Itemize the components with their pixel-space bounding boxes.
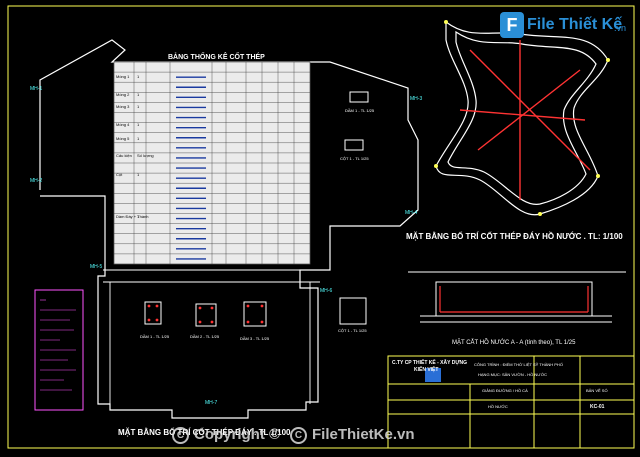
tb-sheet-no: KC-01 bbox=[590, 404, 605, 410]
pond-plan-title: MẶT BẰNG BỐ TRÍ CỐT THÉP ĐÁY HỒ NƯỚC . T… bbox=[406, 232, 623, 241]
section-title: MẶT CẮT HỒ NƯỚC A - A (tính theo), TL 1/… bbox=[452, 340, 576, 346]
axis-label: MH-1 bbox=[30, 86, 43, 92]
detail-label: DẦM 1 - TL 1/25 bbox=[140, 334, 170, 339]
section-rebar bbox=[439, 286, 589, 313]
axis-label: MH-4 bbox=[405, 210, 418, 216]
tb-stage: HỒ NƯỚC bbox=[488, 404, 508, 409]
copyright-icon: C bbox=[290, 426, 307, 444]
table-title: BẢNG THỐNG KÊ CỐT THÉP bbox=[168, 54, 265, 61]
notes-lines bbox=[40, 299, 76, 391]
table-row-qty: 1 bbox=[137, 122, 140, 127]
copyright-watermark: C Copyright © bbox=[172, 426, 280, 444]
table-row-name: Dầm Đáy + Thành bbox=[116, 214, 149, 219]
tb-item: HẠNG MỤC: SÂN VƯỜN - HỒ NƯỚC bbox=[478, 372, 548, 377]
tb-company-sub: KIẾN VIỆT bbox=[414, 367, 439, 373]
axis-label: MH-3 bbox=[410, 96, 423, 102]
logo-mark-icon: F bbox=[500, 12, 524, 38]
axis-label: MH-2 bbox=[30, 178, 43, 184]
copyright-site-text: FileThietKe.vn bbox=[312, 426, 415, 443]
bottom-plan-title: MẶT BẰNG BỐ TRÍ CỐT THÉP ĐÁY . TL 1/100 bbox=[118, 428, 291, 437]
table-row-name: Móng 2 bbox=[116, 92, 130, 97]
copyright-text: Copyright © bbox=[194, 426, 281, 443]
title-block-logo bbox=[425, 368, 441, 382]
detail-sections bbox=[144, 91, 369, 327]
table-row-name: Móng 4 bbox=[116, 122, 130, 127]
table-row-name: Móng 1 bbox=[116, 74, 130, 79]
filethietke-logo: F File Thiết Kế .vn bbox=[500, 10, 638, 40]
logo-text: File Thiết Kế bbox=[527, 16, 623, 33]
tb-project: CÔNG TRÌNH : ĐIỂM THỜ LIỆT SỸ THÀNH PHỐ bbox=[474, 362, 563, 367]
tb-drawing-name: GIẢNG ĐƯỜNG / HỒ CÁ bbox=[482, 388, 528, 393]
detail-label: DẦM 2 - TL 1/25 bbox=[190, 334, 220, 339]
table-row-qty: 1 bbox=[137, 136, 140, 141]
pond-plan bbox=[435, 20, 609, 216]
table-row-name: Cột bbox=[116, 172, 123, 177]
axis-label: MH-5 bbox=[90, 264, 103, 270]
copyright-icon: C bbox=[172, 426, 189, 444]
table-row-qty: 1 bbox=[137, 214, 140, 219]
section-aa bbox=[408, 271, 626, 323]
table-row-qty: 1 bbox=[137, 74, 140, 79]
tb-company: C.TY CP THIẾT KẾ - XÂY DỰNG bbox=[392, 360, 467, 366]
axis-label: MH-7 bbox=[205, 400, 218, 406]
table-row-qty: 1 bbox=[137, 104, 140, 109]
table-row-qty: 1 bbox=[137, 92, 140, 97]
pond-rebar bbox=[459, 40, 591, 200]
tb-sheet-label: BẢN VẼ SỐ bbox=[586, 388, 608, 393]
table-row-name: Móng 3 bbox=[116, 104, 130, 109]
pond-dims bbox=[434, 20, 610, 216]
rebar-table-grid bbox=[113, 61, 311, 265]
logo-domain: .vn bbox=[614, 23, 627, 33]
drawing-frame bbox=[7, 5, 635, 449]
detail-label: DẦM 3 - TL 1/25 bbox=[240, 336, 270, 341]
detail-rebar bbox=[147, 304, 264, 324]
table-row-name: Móng 5 bbox=[116, 136, 130, 141]
table-row-qty: 1 bbox=[137, 172, 140, 177]
table-row-name: Cấu kiện bbox=[116, 153, 132, 158]
plan-bracket bbox=[103, 269, 320, 404]
notes-box bbox=[34, 289, 84, 411]
detail-label: CỘT 1 - TL 1/25 bbox=[340, 156, 369, 161]
axis-label: MH-6 bbox=[320, 288, 333, 294]
detail-label: CỘT 1 - TL 1/25 bbox=[338, 328, 367, 333]
detail-label: DẦM 1 - TL 1/25 bbox=[345, 108, 375, 113]
table-row-qty: Số lượng bbox=[137, 153, 154, 158]
copyright-watermark-site: C FileThietKe.vn bbox=[290, 426, 415, 444]
